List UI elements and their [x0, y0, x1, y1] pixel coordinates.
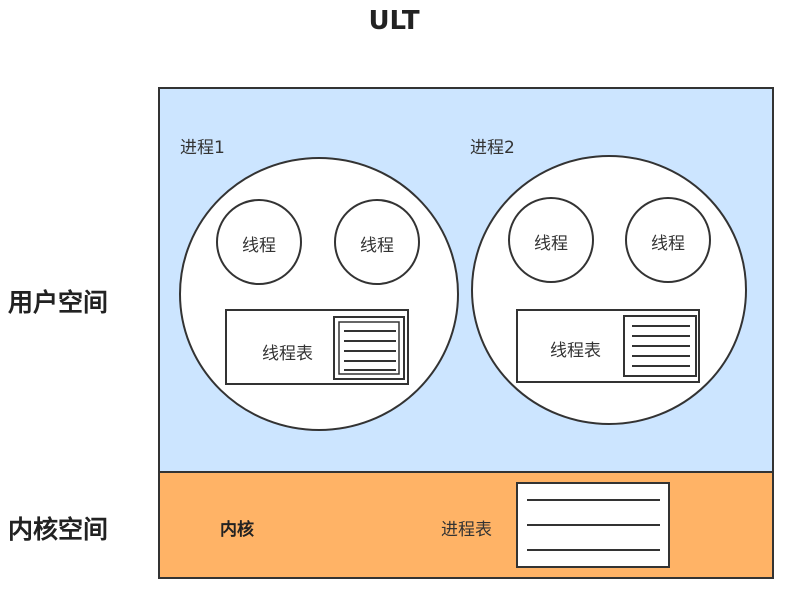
process-2-label: 进程2: [470, 138, 515, 158]
process-2-thread-table-label: 线程表: [550, 341, 601, 361]
process-1-thread-2-circle: [334, 199, 420, 285]
kernel-space-region: [158, 471, 774, 579]
process-1-thread-2-label: 线程: [360, 236, 394, 256]
process-table-icon: [516, 482, 670, 568]
process-2-thread-2-circle: [625, 197, 711, 283]
process-2-circle: [471, 155, 747, 425]
process-1-thread-table-label: 线程表: [262, 344, 313, 364]
kernel-label: 内核: [220, 520, 254, 540]
user-space-label: 用户空间: [8, 288, 109, 317]
process-1-table-icon: [333, 316, 405, 380]
process-2-thread-1-circle: [508, 197, 594, 283]
process-2-thread-2-label: 线程: [651, 234, 685, 254]
process-table-label: 进程表: [441, 520, 492, 540]
process-2-table-icon: [623, 315, 697, 377]
diagram-title: ULT: [368, 6, 420, 36]
process-1-circle: [179, 157, 459, 431]
process-1-thread-1-label: 线程: [242, 236, 276, 256]
kernel-space-label: 内核空间: [8, 515, 109, 544]
process-1-thread-1-circle: [216, 199, 302, 285]
process-1-label: 进程1: [180, 138, 225, 158]
process-2-thread-1-label: 线程: [534, 234, 568, 254]
